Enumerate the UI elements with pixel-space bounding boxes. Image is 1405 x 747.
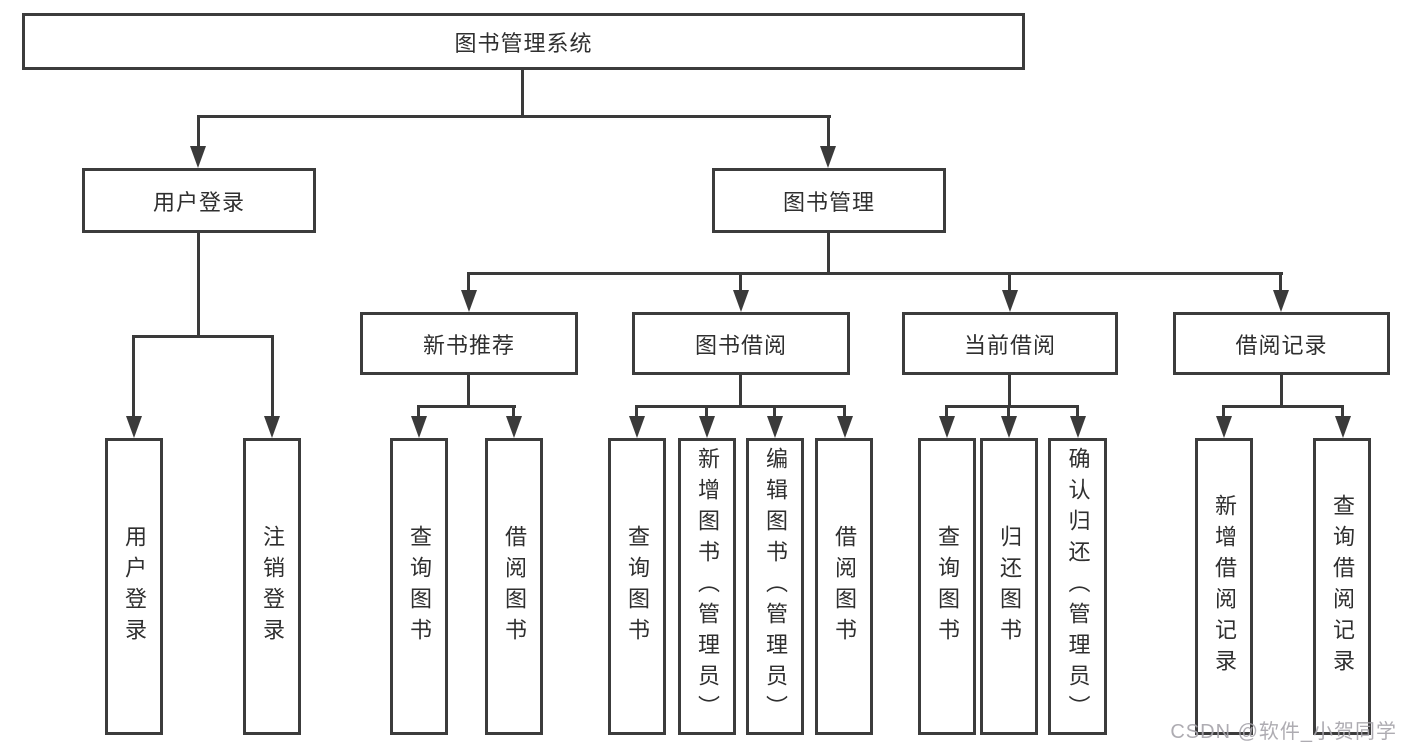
node-label: 当前借阅 (963, 332, 1056, 358)
arrowhead-down-icon (461, 290, 477, 312)
connector-line (945, 405, 948, 419)
connector-line (521, 70, 524, 118)
connector-line (827, 233, 830, 275)
connector-line (1008, 375, 1011, 408)
arrowhead-down-icon (629, 416, 645, 438)
connector-line (1076, 405, 1079, 419)
node-query-books-recommend: 查询图书 (390, 438, 448, 735)
node-label: 确认归还（管理员） (1065, 447, 1091, 726)
connector-line (197, 233, 200, 338)
node-label: 新书推荐 (422, 332, 515, 358)
connector-line (467, 375, 470, 408)
node-query-books-current: 查询图书 (918, 438, 976, 735)
connector-line (467, 272, 470, 294)
node-library-management-system: 图书管理系统 (22, 13, 1025, 70)
connector-line (635, 405, 846, 408)
node-query-borrow-record: 查询借阅记录 (1313, 438, 1371, 735)
arrowhead-down-icon (699, 416, 715, 438)
arrowhead-down-icon (1002, 290, 1018, 312)
node-book-management: 图书管理 (712, 168, 946, 233)
connector-line (1280, 375, 1283, 408)
arrowhead-down-icon (1335, 416, 1351, 438)
connector-line (843, 405, 846, 419)
node-query-books-borrowing: 查询图书 (608, 438, 666, 735)
node-label: 查询借阅记录 (1330, 493, 1355, 680)
node-label: 图书借阅 (694, 332, 787, 358)
arrowhead-down-icon (411, 416, 427, 438)
connector-line (1222, 405, 1344, 408)
node-edit-books-admin: 编辑图书（管理员） (746, 438, 804, 735)
arrowhead-down-icon (837, 416, 853, 438)
arrowhead-down-icon (820, 146, 836, 168)
watermark-text: CSDN @软件_小贺同学 (1170, 721, 1397, 743)
node-borrow-books-recommend: 借阅图书 (485, 438, 543, 735)
arrowhead-down-icon (506, 416, 522, 438)
node-label: 用户登录 (122, 524, 147, 649)
connector-line (132, 335, 274, 338)
node-label: 查询图书 (407, 524, 432, 649)
connector-line (132, 335, 135, 419)
node-user-login-action: 用户登录 (105, 438, 163, 735)
connector-line (1008, 272, 1011, 294)
node-label: 编辑图书（管理员） (763, 447, 788, 726)
arrowhead-down-icon (939, 416, 955, 438)
node-label: 注销登录 (260, 524, 285, 649)
arrowhead-down-icon (126, 416, 142, 438)
node-label: 查询图书 (935, 524, 960, 649)
node-add-borrow-record: 新增借阅记录 (1195, 438, 1253, 735)
connector-line (417, 405, 420, 419)
node-new-book-recommendation: 新书推荐 (360, 312, 578, 375)
node-borrow-books: 借阅图书 (815, 438, 873, 735)
node-label: 借阅记录 (1235, 332, 1328, 358)
connector-line (705, 405, 708, 419)
node-borrowing-records: 借阅记录 (1173, 312, 1390, 375)
connector-line (945, 405, 1079, 408)
connector-line (1007, 405, 1010, 419)
node-add-books-admin: 新增图书（管理员） (678, 438, 736, 735)
connector-line (197, 115, 200, 148)
node-book-borrowing: 图书借阅 (632, 312, 850, 375)
connector-line (417, 405, 516, 408)
node-logout: 注销登录 (243, 438, 301, 735)
node-label: 图书管理 (782, 189, 875, 215)
arrowhead-down-icon (1001, 416, 1017, 438)
connector-line (271, 335, 274, 419)
node-label: 借阅图书 (502, 524, 527, 649)
connector-line (827, 115, 830, 148)
node-current-borrowing: 当前借阅 (902, 312, 1118, 375)
connector-line (773, 405, 776, 419)
node-confirm-return-admin: 确认归还（管理员） (1048, 438, 1107, 735)
node-user-login: 用户登录 (82, 168, 316, 233)
node-label: 归还图书 (997, 524, 1022, 649)
node-label: 用户登录 (152, 189, 245, 215)
node-label: 借阅图书 (832, 524, 857, 649)
arrowhead-down-icon (1273, 290, 1289, 312)
node-return-books: 归还图书 (980, 438, 1038, 735)
arrowhead-down-icon (1216, 416, 1232, 438)
arrowhead-down-icon (190, 146, 206, 168)
connector-line (635, 405, 638, 419)
connector-line (1222, 405, 1225, 419)
node-label: 查询图书 (625, 524, 650, 649)
connector-line (512, 405, 515, 419)
node-label: 新增图书（管理员） (695, 447, 720, 726)
node-label: 新增借阅记录 (1212, 493, 1237, 680)
arrowhead-down-icon (1070, 416, 1086, 438)
connector-line (467, 272, 1283, 275)
connector-line (739, 272, 742, 294)
connector-line (1341, 405, 1344, 419)
connector-line (739, 375, 742, 408)
connector-line (1279, 272, 1282, 294)
connector-line (197, 115, 831, 118)
arrowhead-down-icon (264, 416, 280, 438)
arrowhead-down-icon (733, 290, 749, 312)
node-label: 图书管理系统 (454, 30, 593, 56)
arrowhead-down-icon (767, 416, 783, 438)
